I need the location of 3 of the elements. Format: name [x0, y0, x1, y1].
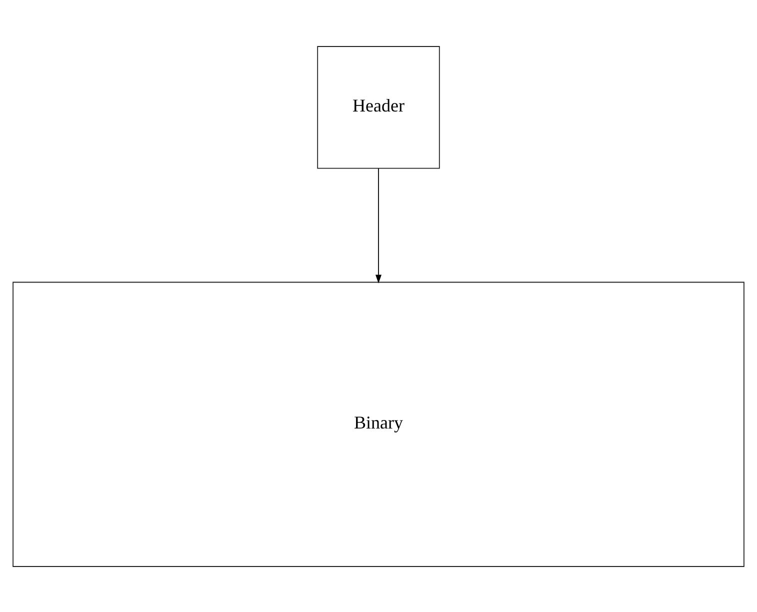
node-box: Binary: [12, 281, 744, 566]
arrow: [376, 168, 382, 283]
node-box: Header: [317, 46, 440, 168]
